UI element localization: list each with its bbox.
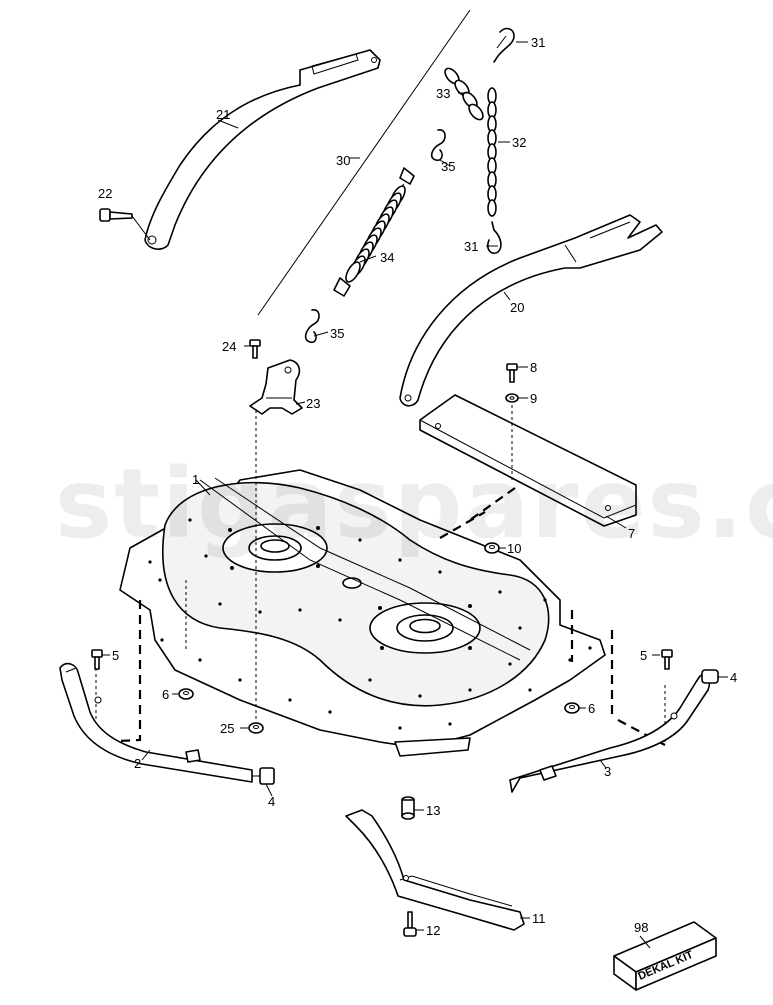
callout-13: 13 bbox=[426, 803, 440, 818]
nut-10 bbox=[484, 542, 500, 554]
callout-3: 3 bbox=[604, 764, 611, 779]
callout-24: 24 bbox=[222, 339, 236, 354]
callout-10: 10 bbox=[507, 541, 521, 556]
bolt-22 bbox=[99, 208, 151, 241]
plate-7 bbox=[419, 394, 637, 527]
spring-34 bbox=[333, 167, 415, 297]
callout-9: 9 bbox=[530, 391, 537, 406]
callout-33: 33 bbox=[436, 86, 450, 101]
callout-21: 21 bbox=[216, 107, 230, 122]
callout-6-right: 6 bbox=[588, 701, 595, 716]
callout-1: 1 bbox=[192, 472, 199, 487]
callout-7: 7 bbox=[628, 526, 635, 541]
callout-8: 8 bbox=[530, 360, 537, 375]
callout-4-left: 4 bbox=[268, 794, 275, 809]
callout-32: 32 bbox=[512, 135, 526, 150]
callout-23: 23 bbox=[306, 396, 320, 411]
bumper-rod-2 bbox=[59, 662, 253, 783]
s-hook-35-lower bbox=[304, 309, 320, 344]
callout-4-right: 4 bbox=[730, 670, 737, 685]
group-30-bracket-line bbox=[257, 9, 471, 316]
callout-35-upper: 35 bbox=[441, 159, 455, 174]
washer-9 bbox=[505, 393, 519, 403]
callout-5-right: 5 bbox=[640, 648, 647, 663]
lift-arm-21 bbox=[144, 49, 381, 250]
callout-6-left: 6 bbox=[162, 687, 169, 702]
end-cap-4-left bbox=[252, 767, 275, 785]
callout-35-lower: 35 bbox=[330, 326, 344, 341]
bolt-8 bbox=[506, 363, 518, 383]
nut-6-right bbox=[564, 702, 580, 714]
dashed-guides bbox=[95, 405, 666, 746]
deck-bolt-holes bbox=[148, 518, 592, 730]
callout-leaders bbox=[102, 41, 728, 949]
lift-arm-20 bbox=[399, 214, 663, 407]
bolt-5-left bbox=[91, 649, 103, 670]
s-hook-35-upper bbox=[430, 129, 446, 162]
callout-labels: 31 33 32 31 35 34 35 30 21 22 20 24 23 8… bbox=[98, 35, 737, 938]
callout-30: 30 bbox=[336, 153, 350, 168]
callout-11: 11 bbox=[532, 911, 546, 926]
callout-5-left: 5 bbox=[112, 648, 119, 663]
chain-assembly-32 bbox=[444, 27, 515, 255]
bracket-23 bbox=[249, 359, 303, 415]
callout-98: 98 bbox=[634, 920, 648, 935]
callout-22: 22 bbox=[98, 186, 112, 201]
callout-20: 20 bbox=[510, 300, 524, 315]
nut-25 bbox=[248, 722, 264, 734]
decal-kit-98: DEKAL KIT bbox=[613, 921, 717, 991]
bolt-5-right bbox=[661, 649, 673, 670]
callout-12: 12 bbox=[426, 923, 440, 938]
mower-deck-1 bbox=[119, 469, 606, 757]
bolt-12 bbox=[403, 911, 417, 937]
bolt-24 bbox=[249, 339, 261, 359]
end-cap-4-right bbox=[701, 669, 719, 684]
bushing-13 bbox=[401, 796, 415, 820]
callout-31-bottom: 31 bbox=[464, 239, 478, 254]
callout-25: 25 bbox=[220, 721, 234, 736]
callout-2: 2 bbox=[134, 756, 141, 771]
nut-6-left bbox=[178, 688, 194, 700]
callout-34: 34 bbox=[380, 250, 394, 265]
callout-31-top: 31 bbox=[531, 35, 545, 50]
skid-bracket-11 bbox=[345, 809, 525, 931]
short-chain-33 bbox=[444, 67, 484, 121]
